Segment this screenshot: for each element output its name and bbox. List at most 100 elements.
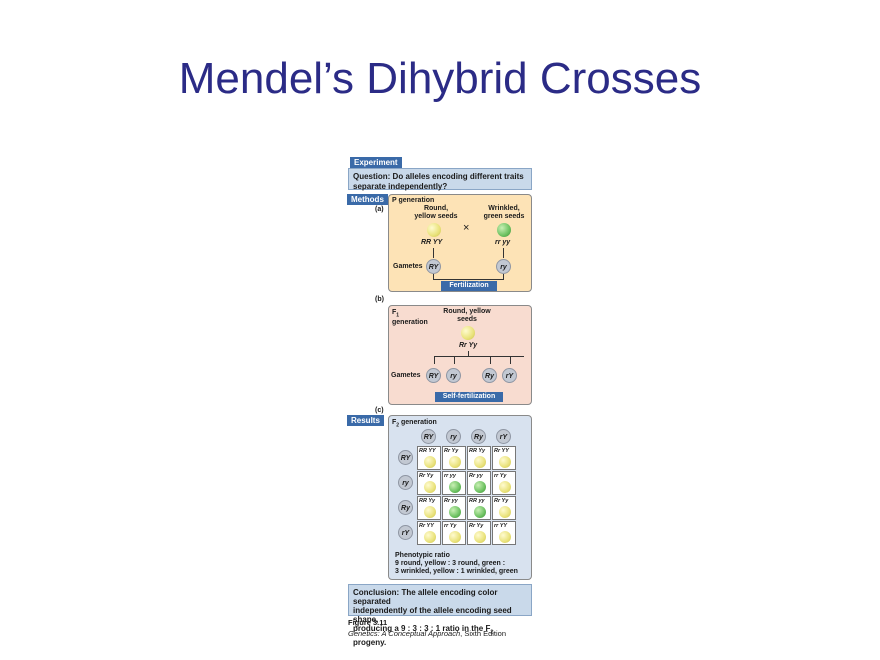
right-phenotype: Wrinkled, green seeds	[479, 205, 529, 221]
cell-genotype: RR YY	[419, 448, 436, 454]
gamete-circle: rY	[502, 368, 517, 383]
right-genotype: rr yy	[495, 239, 511, 246]
left-genotype: RR YY	[421, 239, 443, 246]
gamete-circle: ry	[446, 368, 461, 383]
punnett-cell: rr Yy	[442, 521, 466, 545]
ratio-line-2: 3 wrinkled, yellow : 1 wrinkled, green	[395, 568, 518, 575]
f2-title-sub: 2	[396, 422, 400, 429]
cell-genotype: Rr YY	[494, 448, 509, 454]
yellow-pea-icon	[424, 481, 436, 493]
connector-line	[503, 274, 504, 280]
f1-title-word: generation	[392, 319, 428, 327]
f1-title: F1 generation	[392, 309, 428, 327]
panel-f1-generation: F1 generation Round, yellow seeds Rr Yy …	[388, 305, 532, 405]
connector-line	[433, 274, 434, 280]
punnett-cell: Rr YY	[492, 446, 516, 470]
ratio-line-1: 9 round, yellow : 3 round, green :	[395, 560, 506, 567]
green-pea-icon	[474, 481, 486, 493]
conclusion-line-3: producing a 9 : 3 : 3 : 1 ratio in the F…	[353, 624, 527, 647]
yellow-pea-icon	[449, 531, 461, 543]
punnett-cell: rr Yy	[492, 471, 516, 495]
conclusion-box: Conclusion: The allele encoding color se…	[348, 584, 532, 647]
panel-p-generation: P generation Round, yellow seeds Wrinkle…	[388, 194, 532, 292]
conclusion-sub: 2	[490, 629, 494, 636]
f2-title: F2 generation	[392, 419, 437, 429]
panel-c-tag: (c)	[375, 407, 384, 414]
conclusion-line-2: independently of the allele encoding see…	[353, 606, 512, 624]
ratio-title: Phenotypic ratio	[395, 552, 450, 559]
left-phenotype: Round, yellow seeds	[411, 205, 461, 221]
cell-genotype: Rr Yy	[444, 448, 459, 454]
connector-line	[510, 356, 511, 364]
figure-source: Genetics: A Conceptual Approach, Sixth E…	[348, 629, 506, 638]
f1-phenotype-line-1: Round, yellow	[443, 308, 491, 315]
punnett-cell: Rr Yy	[442, 446, 466, 470]
yellow-pea-icon	[499, 506, 511, 518]
f1-title-letter: F	[392, 309, 397, 316]
row-gamete: Ry	[398, 500, 413, 515]
yellow-pea-icon	[499, 481, 511, 493]
punnett-cell: rr YY	[492, 521, 516, 545]
cell-genotype: rr Yy	[494, 473, 507, 479]
figure-number: Figure 3.11	[348, 618, 388, 627]
panel-b-tag: (b)	[375, 296, 384, 303]
row-gamete: rY	[398, 525, 413, 540]
punnett-cell: RR Yy	[417, 496, 441, 520]
cell-genotype: rr YY	[494, 523, 508, 529]
cell-genotype: rr Yy	[444, 523, 457, 529]
cell-genotype: Rr Yy	[419, 473, 434, 479]
f2-title-word: generation	[399, 419, 437, 426]
connector-line	[434, 356, 524, 357]
left-phenotype-line-2: yellow seeds	[414, 213, 458, 220]
yellow-pea-icon	[474, 456, 486, 468]
column-gamete: rY	[496, 429, 511, 444]
gamete-circle: ry	[496, 259, 511, 274]
cell-genotype: Rr Yy	[469, 523, 484, 529]
punnett-cell: rr yy	[442, 471, 466, 495]
experiment-label: Experiment	[350, 157, 402, 168]
cross-symbol: ×	[463, 222, 470, 234]
green-pea-icon	[449, 481, 461, 493]
arrow-line	[433, 248, 434, 258]
round-yellow-pea-icon	[427, 223, 441, 237]
green-pea-icon	[474, 506, 486, 518]
yellow-pea-icon	[474, 531, 486, 543]
column-gamete: RY	[421, 429, 436, 444]
gamete-circle: RY	[426, 259, 441, 274]
panel-a-tag: (a)	[375, 206, 384, 213]
punnett-cell: RR YY	[417, 446, 441, 470]
connector-line	[468, 351, 469, 357]
f2-title-letter: F	[392, 419, 397, 426]
row-gamete: ry	[398, 475, 413, 490]
question-line-1: Question: Do alleles encoding different …	[353, 172, 524, 181]
yellow-pea-icon	[424, 456, 436, 468]
question-box: Question: Do alleles encoding different …	[348, 168, 532, 191]
gametes-label: Gametes	[393, 263, 423, 270]
conclusion-line-3b: progeny.	[353, 637, 387, 647]
cell-genotype: RR yy	[469, 498, 485, 504]
yellow-pea-icon	[499, 456, 511, 468]
self-fertilization-band: Self-fertilization	[435, 392, 503, 402]
p-generation-title: P generation	[392, 197, 435, 204]
question-line-2: separate independently?	[353, 182, 448, 191]
arrow-line	[503, 248, 504, 258]
connector-line	[454, 356, 455, 364]
cell-genotype: Rr YY	[419, 523, 434, 529]
punnett-cell: Rr Yy	[492, 496, 516, 520]
yellow-pea-icon	[499, 531, 511, 543]
right-phenotype-line-1: Wrinkled,	[488, 205, 520, 212]
f1-phenotype-line-2: seeds	[457, 316, 477, 323]
f1-phenotype: Round, yellow seeds	[437, 308, 497, 324]
yellow-pea-icon	[424, 531, 436, 543]
connector-line	[490, 356, 491, 364]
results-label: Results	[347, 415, 384, 426]
conclusion-line-1: Conclusion: The allele encoding color se…	[353, 588, 498, 606]
f1-genotype: Rr Yy	[459, 342, 478, 349]
column-gamete: ry	[446, 429, 461, 444]
row-gamete: RY	[398, 450, 413, 465]
book-title: Genetics: A Conceptual Approach	[348, 629, 461, 638]
f1-pea-icon	[461, 326, 475, 340]
left-phenotype-line-1: Round,	[423, 205, 449, 212]
punnett-cell: Rr Yy	[417, 471, 441, 495]
